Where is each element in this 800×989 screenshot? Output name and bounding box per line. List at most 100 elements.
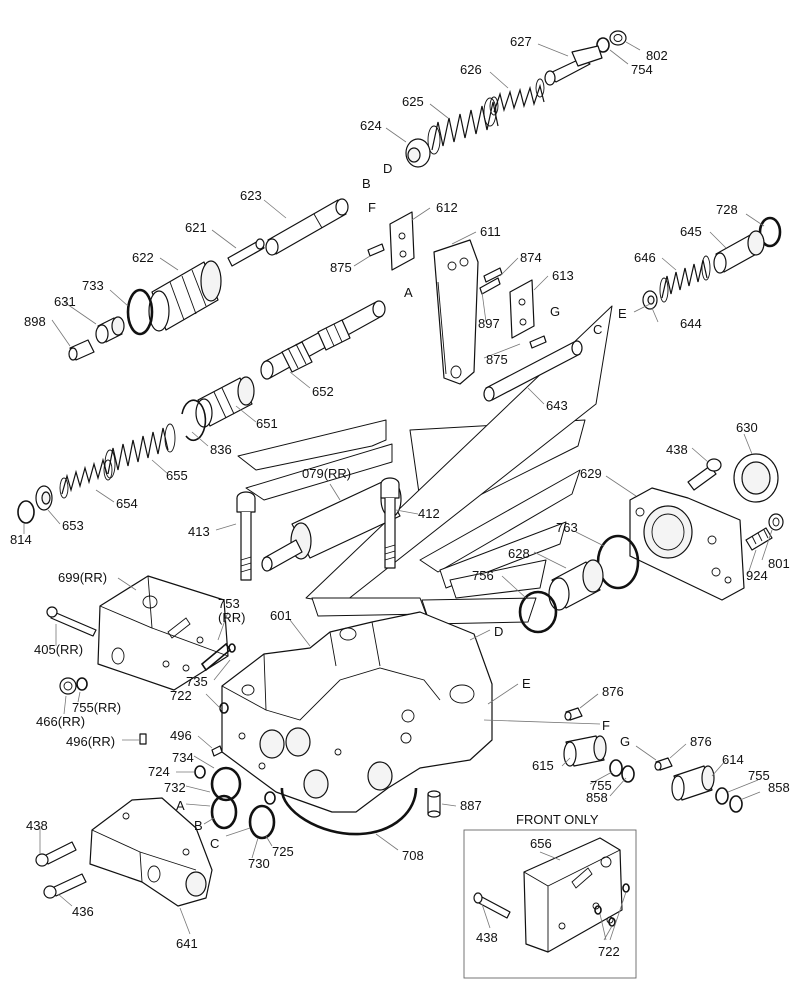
label-611: 611	[480, 224, 501, 239]
label-622: 622	[132, 250, 154, 265]
label-924: 924	[746, 568, 768, 583]
label-898: 898	[24, 314, 46, 329]
label-887: 887	[460, 798, 482, 813]
label-630: 630	[736, 420, 758, 435]
label-f-mid: F	[602, 718, 610, 733]
part-644-seat	[642, 290, 658, 310]
part-621-needle	[227, 238, 265, 267]
part-615-spool	[563, 735, 607, 767]
label-814: 814	[10, 532, 32, 547]
part-436-bolt	[43, 873, 87, 899]
part-496-pin-rr	[139, 733, 147, 745]
part-699-cover	[97, 575, 229, 691]
part-755-oring-rr	[76, 677, 88, 691]
part-755-oring-b	[715, 787, 729, 805]
part-724-oring	[194, 765, 206, 779]
label-f-top: F	[368, 200, 376, 215]
label-621: 621	[185, 220, 207, 235]
label-601: 601	[270, 608, 292, 623]
label-645: 645	[680, 224, 702, 239]
label-874: 874	[520, 250, 542, 265]
label-836: 836	[210, 442, 232, 457]
label-753: 753	[218, 596, 240, 611]
part-612-plate	[389, 211, 415, 271]
label-625: 625	[402, 94, 424, 109]
front-only-inset	[463, 829, 637, 979]
label-756: 756	[472, 568, 494, 583]
label-624: 624	[360, 118, 382, 133]
label-b-top: B	[362, 176, 371, 191]
label-d-top: D	[383, 161, 392, 176]
label-656: 656	[530, 836, 552, 851]
part-876-pin-a	[564, 707, 583, 721]
label-643: 643	[546, 398, 568, 413]
label-753-rr: (RR)	[218, 610, 245, 625]
label-b-low: B	[194, 818, 203, 833]
label-754: 754	[631, 62, 653, 77]
label-628: 628	[508, 546, 530, 561]
label-629: 629	[580, 466, 602, 481]
label-641: 641	[176, 936, 198, 951]
label-708: 708	[402, 848, 424, 863]
part-654-spring	[59, 457, 113, 499]
label-876-a: 876	[602, 684, 624, 699]
label-875-b: 875	[486, 352, 508, 367]
part-875-pin-a	[367, 243, 385, 257]
label-496: 496	[170, 728, 192, 743]
label-612: 612	[436, 200, 458, 215]
part-626-spring	[489, 78, 545, 116]
label-722-b: 722	[598, 944, 620, 959]
label-654: 654	[116, 496, 138, 511]
label-763: 763	[556, 520, 578, 535]
label-730: 730	[248, 856, 270, 871]
part-836-snapring	[181, 399, 207, 442]
part-898-pin	[68, 339, 95, 361]
label-g-top: G	[550, 304, 560, 319]
part-645-plug	[713, 230, 765, 274]
part-924-setscrew	[745, 527, 773, 551]
part-601-body	[221, 611, 493, 813]
part-732-oring	[210, 794, 238, 830]
label-802: 802	[646, 48, 668, 63]
label-c-top: C	[593, 322, 602, 337]
label-438-inset: 438	[476, 930, 498, 945]
label-755-a: 755	[590, 778, 612, 793]
label-626: 626	[460, 62, 482, 77]
label-e-right: E	[618, 306, 627, 321]
label-876-b: 876	[690, 734, 712, 749]
label-755-b: 755	[748, 768, 770, 783]
part-734-oring	[210, 766, 242, 802]
label-724: 724	[148, 764, 170, 779]
part-887-pin	[427, 790, 441, 818]
part-725-oring	[264, 791, 276, 805]
part-875-pin-b	[529, 335, 547, 349]
part-641-cover	[89, 797, 213, 907]
label-653: 653	[62, 518, 84, 533]
part-876-pin-b	[654, 757, 673, 771]
part-611-lever	[433, 239, 479, 385]
part-627-plug	[544, 45, 603, 86]
label-466: 466(RR)	[36, 714, 85, 729]
label-a-top: A	[404, 285, 413, 300]
part-631-bushing	[95, 316, 125, 344]
label-623: 623	[240, 188, 262, 203]
part-801-nut	[768, 513, 784, 531]
part-756-oring	[518, 590, 558, 634]
part-802-cap	[609, 30, 627, 46]
label-a-low: A	[176, 798, 185, 813]
label-651: 651	[256, 416, 278, 431]
label-646: 646	[634, 250, 656, 265]
part-630-ring	[733, 453, 779, 503]
label-413: 413	[188, 524, 210, 539]
part-655-spring	[104, 423, 176, 479]
label-644: 644	[680, 316, 702, 331]
part-628-plug	[548, 559, 604, 611]
part-753-seal	[200, 642, 236, 672]
part-874-pin	[479, 267, 503, 295]
label-875-a: 875	[330, 260, 352, 275]
part-labels: 627 802 754 626 625 624 D B 623 F 612 62…	[10, 34, 790, 959]
label-079: 079(RR)	[302, 466, 351, 481]
label-652: 652	[312, 384, 334, 399]
part-613-plate	[509, 279, 535, 339]
